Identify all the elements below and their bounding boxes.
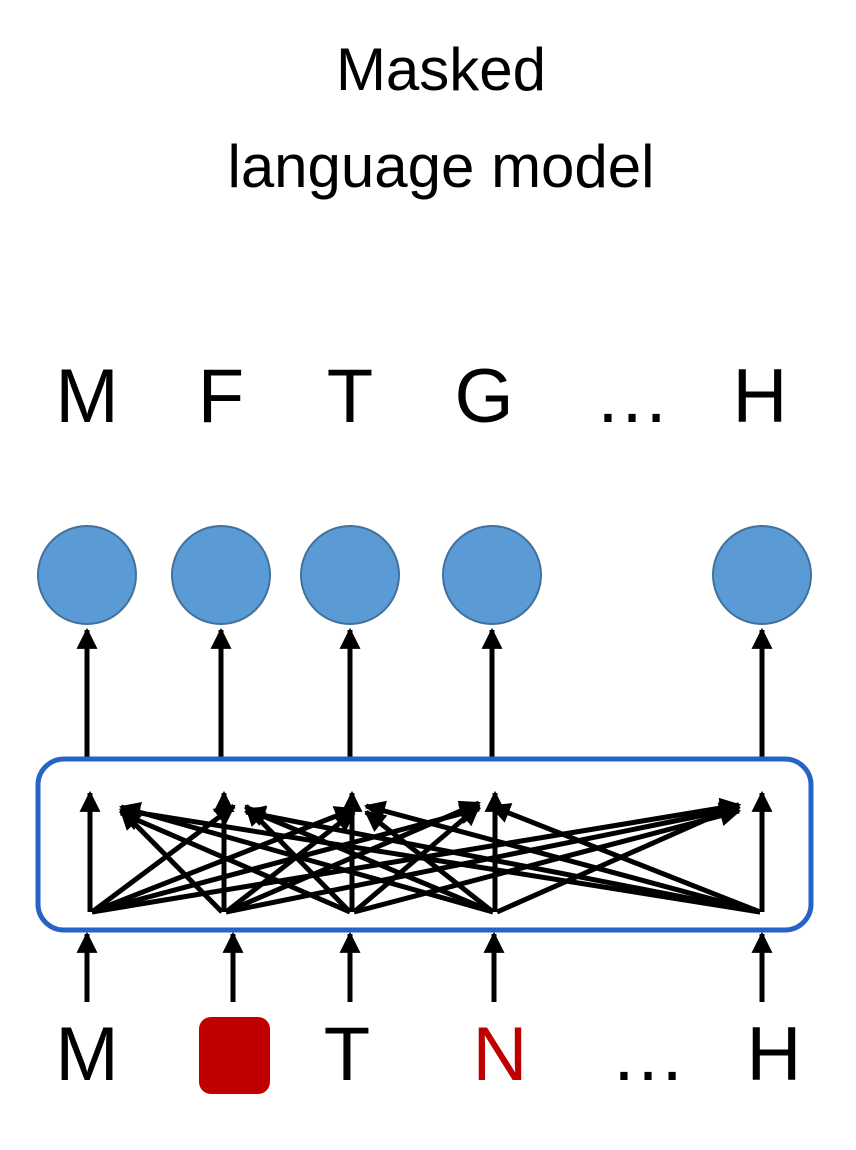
output-node-2 xyxy=(171,525,271,625)
attention-cross-arrow xyxy=(489,803,761,915)
output-token-h: H xyxy=(733,354,788,439)
attention-cross-arrow xyxy=(119,810,351,915)
output-node-3 xyxy=(300,525,400,625)
input-token-ellipsis: … xyxy=(610,1012,686,1097)
input-token-row: M T N … H xyxy=(55,1012,801,1097)
output-token-t: T xyxy=(327,354,373,439)
attention-arrow-group xyxy=(79,790,773,915)
attention-cross-arrow xyxy=(364,810,495,914)
attention-cross-arrow xyxy=(91,803,482,915)
output-node-4 xyxy=(442,525,542,625)
output-node-5 xyxy=(712,525,812,625)
attention-cross-arrow xyxy=(90,803,236,915)
mask-token-square xyxy=(199,1017,270,1094)
output-arrow-group xyxy=(76,627,773,758)
output-token-g: G xyxy=(454,354,513,439)
input-token-n-mutated: N xyxy=(473,1012,528,1097)
attention-cross-arrow xyxy=(363,800,761,915)
attention-cross-arrow xyxy=(118,802,761,915)
output-token-row: M F T G … H xyxy=(55,354,787,439)
input-token-t: T xyxy=(324,1012,370,1097)
bidirectional-encoder-box xyxy=(35,756,814,933)
attention-cross-arrow xyxy=(118,802,494,915)
attention-cross-arrow xyxy=(244,806,494,915)
output-token-ellipsis: … xyxy=(594,354,670,439)
title-line-1: Masked xyxy=(336,36,546,103)
output-token-f: F xyxy=(198,354,244,439)
input-arrow-group xyxy=(76,931,773,1002)
output-node-row xyxy=(37,525,812,625)
output-token-m: M xyxy=(55,354,118,439)
attention-cross-arrow xyxy=(353,805,742,915)
attention-cross-arrow xyxy=(243,805,761,915)
title-line-2: language model xyxy=(227,133,654,200)
input-token-m: M xyxy=(55,1012,118,1097)
output-node-1 xyxy=(37,525,137,625)
input-token-h: H xyxy=(747,1012,802,1097)
